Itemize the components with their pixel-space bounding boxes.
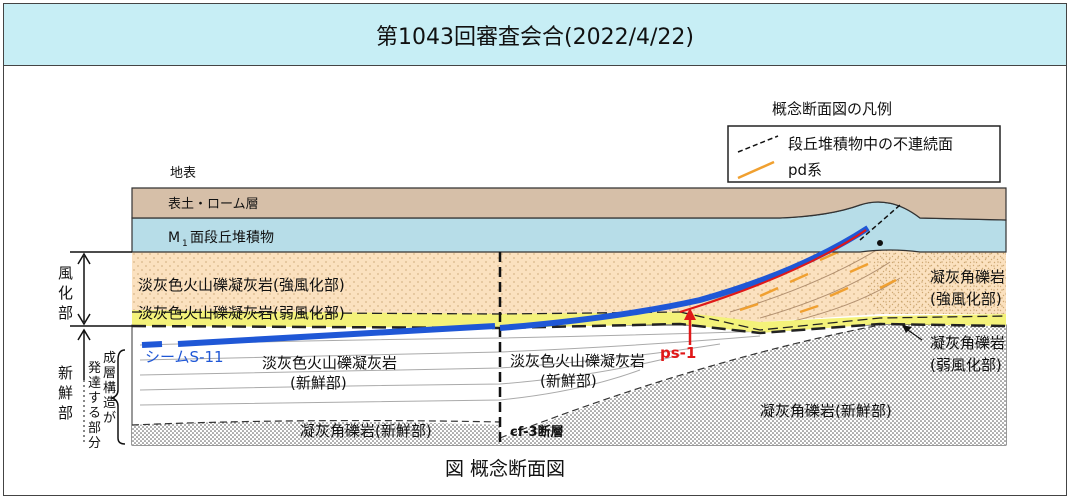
svg-text:M: M — [168, 230, 180, 246]
strong-weathered-label: 淡灰色火山礫凝灰岩(強風化部) — [138, 276, 345, 294]
topsoil-label: 表土・ローム層 — [168, 197, 259, 212]
svg-text:部: 部 — [58, 304, 73, 322]
svg-text:部: 部 — [88, 421, 101, 436]
fresh-mid-label-2: (新鮮部) — [540, 372, 597, 390]
side-brackets — [70, 251, 132, 445]
breccia-fresh-right-label: 凝灰角礫岩(新鮮部) — [760, 402, 892, 420]
seam-s11 — [499, 225, 870, 331]
pd-marks — [739, 250, 897, 314]
breccia-strong-label-1: 凝灰角礫岩 — [930, 268, 1005, 286]
side-label-bedding: 発 達 す る 部 分 成 層 構 造 が — [88, 351, 116, 451]
fresh-left-label-2: (新鮮部) — [290, 374, 347, 392]
legend-title: 概念断面図の凡例 — [772, 100, 892, 118]
legend-item-pd: pd系 — [788, 161, 822, 179]
svg-text:造: 造 — [103, 396, 116, 411]
bedding-lines — [139, 329, 801, 406]
seam-s11-left-dash — [141, 341, 163, 348]
terrace-discontinuity — [859, 204, 901, 241]
svg-text:す: す — [88, 391, 101, 406]
svg-text:成: 成 — [103, 351, 116, 366]
breccia-bottom-label: 凝灰角礫岩(新鮮部) — [300, 422, 432, 440]
breccia-weak-label-1: 凝灰角礫岩 — [930, 334, 1005, 352]
figure-caption: 図 概念断面図 — [445, 457, 565, 480]
svg-text:層: 層 — [103, 366, 116, 381]
weak-weathered-label: 淡灰色火山礫凝灰岩(弱風化部) — [138, 304, 345, 322]
breccia-bottom-band — [132, 421, 500, 445]
terrace-label: M 1 面段丘堆積物 — [168, 230, 274, 249]
ps1-line — [679, 229, 867, 313]
fresh-mid-label-1: 淡灰色火山礫凝灰岩 — [510, 352, 645, 370]
page-title: 第1043回審査会合(2022/4/22) — [4, 4, 1066, 66]
svg-text:が: が — [103, 411, 116, 426]
cf3-fault-label: cf-3断層 — [510, 424, 564, 440]
ps1-label: ps-1 — [660, 344, 696, 362]
svg-text:1: 1 — [182, 239, 188, 249]
svg-text:達: 達 — [88, 376, 101, 391]
topsoil-layer — [131, 187, 1007, 221]
svg-text:鮮: 鮮 — [58, 384, 73, 402]
svg-text:分: 分 — [88, 436, 101, 451]
legend-discontinuity-symbol — [737, 135, 779, 153]
legend-item-discontinuity: 段丘堆積物中の不連続面 — [788, 135, 953, 153]
svg-text:風: 風 — [58, 264, 73, 282]
svg-text:面段丘堆積物: 面段丘堆積物 — [190, 230, 274, 246]
svg-text:発: 発 — [88, 361, 101, 376]
svg-text:部: 部 — [58, 404, 73, 422]
seam-s11-label: シームS-11 — [145, 348, 224, 366]
surface-label: 地表 — [170, 166, 196, 181]
svg-text:新: 新 — [58, 364, 73, 382]
fresh-left-label-1: 淡灰色火山礫凝灰岩 — [262, 354, 397, 372]
breccia-fresh-right — [500, 325, 1006, 445]
legend: 概念断面図の凡例 段丘堆積物中の不連続面 pd系 — [727, 100, 1001, 183]
breccia-weak-label-2: (弱風化部) — [930, 356, 1002, 374]
side-label-fresh: 新 鮮 部 — [58, 364, 73, 422]
breccia-strong-zone — [866, 235, 1006, 314]
legend-box — [727, 125, 1001, 183]
breccia-strong-label-2: (強風化部) — [930, 290, 1002, 308]
svg-text:構: 構 — [103, 381, 116, 396]
seam-s11-left — [177, 323, 496, 347]
svg-text:る: る — [88, 406, 101, 421]
legend-pd-symbol — [737, 160, 775, 180]
svg-text:化: 化 — [58, 284, 73, 302]
side-label-weathered: 風 化 部 — [58, 264, 73, 322]
